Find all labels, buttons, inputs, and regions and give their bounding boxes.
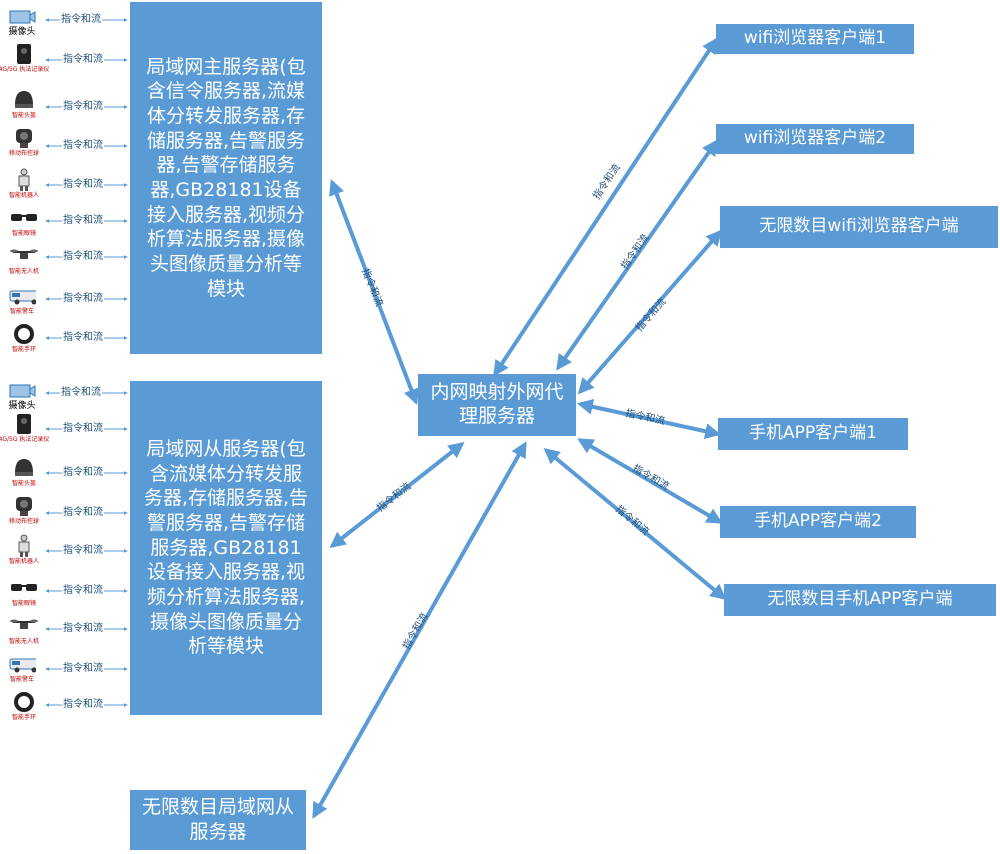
robot-icon [10,168,38,192]
device-robot-2: 智能机器人 [4,534,44,570]
client-app2-label: 手机APP客户端2 [754,511,882,532]
label-proxy-appn: 指令和流 [613,502,652,538]
client-wifin-box: 无限数目wifi浏览器客户端 [720,206,998,248]
mobile-dispatch-icon [10,126,38,150]
label-proxy-wifi1: 指令和流 [590,161,623,201]
law-recorder-icon [10,412,38,436]
device-arrows [45,18,128,707]
label-proxy-app1: 指令和流 [624,406,666,427]
device-camera-2: 摄像头 [2,378,42,414]
arrow-unlimited-proxy [312,441,527,819]
device-smart-helmet: 智能头盔 [4,88,44,124]
arrow-proxy-wifin [577,229,723,395]
arrow-main-proxy [329,179,419,405]
device-mobile-dispatch: 移动布控球 [4,126,44,162]
device-police-car: 智能警车 [2,284,42,320]
main-server-label: 局域网主服务器(包含信令服务器,流媒体分转发服务器,存储服务器,告警服务器,告警… [146,55,306,300]
device-law-recorder-2: 4G/5G 执法记录仪 [0,412,49,448]
smart-helmet-icon [10,456,38,480]
device-robot: 智能机器人 [4,168,44,204]
device-drone-2: 智能无人机 [4,614,44,650]
drone-icon [10,614,38,638]
client-app2-box: 手机APP客户端2 [720,506,916,538]
client-app1-box: 手机APP客户端1 [718,418,908,450]
device-police-car-2: 智能警车 [2,652,42,688]
device-link-label: 指令和流 [62,215,104,227]
client-app1-label: 手机APP客户端1 [749,423,877,444]
police-car-icon [8,652,36,676]
device-smart-helmet-2: 智能头盔 [4,456,44,492]
label-main-proxy: 指令和流 [359,266,386,308]
mobile-dispatch-icon [10,494,38,518]
slave-server-box: 局域网从服务器(包含流媒体分转发服务器,存储服务器,告警服务器,告警存储服务器,… [130,381,322,715]
proxy-server-label: 内网映射外网代理服务器 [430,381,564,427]
smart-glasses-icon [10,206,38,230]
main-server-box: 局域网主服务器(包含信令服务器,流媒体分转发服务器,存储服务器,告警服务器,告警… [130,2,322,354]
device-link-label: 指令和流 [62,467,104,479]
smart-helmet-icon [10,88,38,112]
client-wifi2-box: wifi浏览器客户端2 [716,124,914,154]
device-smart-glasses: 智能眼镜 [4,206,44,242]
device-link-label: 指令和流 [62,332,104,344]
label-proxy-app2: 指令和流 [631,461,672,492]
client-appn-label: 无限数目手机APP客户端 [767,589,953,610]
device-link-label: 指令和流 [60,14,102,26]
device-link-label: 指令和流 [62,54,104,66]
label-slave-proxy: 指令和流 [374,479,414,514]
smart-glasses-icon [10,576,38,600]
police-car-icon [8,284,36,308]
device-smart-glasses-2: 智能眼镜 [4,576,44,612]
device-link-label: 指令和流 [62,140,104,152]
device-link-label: 指令和流 [62,623,104,635]
device-link-label: 指令和流 [62,179,104,191]
label-proxy-wifi2: 指令和流 [618,231,652,271]
unlimited-slave-label: 无限数目局域网从服务器 [141,796,294,843]
device-link-label: 指令和流 [62,101,104,113]
device-mobile-dispatch-2: 移动布控球 [4,494,44,530]
device-link-label: 指令和流 [62,545,104,557]
device-link-label: 指令和流 [62,423,104,435]
camera-icon [8,378,36,402]
arrow-proxy-app1 [576,398,722,440]
device-camera: 摄像头 [2,4,42,40]
client-wifi2-label: wifi浏览器客户端2 [743,128,887,149]
client-wifin-label: 无限数目wifi浏览器客户端 [759,216,959,237]
unlimited-slave-box: 无限数目局域网从服务器 [130,790,306,850]
device-law-recorder: 4G/5G 执法记录仪 [0,42,49,78]
device-link-label: 指令和流 [62,585,104,597]
drone-icon [10,244,38,268]
device-wristband: 智能手环 [4,322,44,358]
device-drone: 智能无人机 [4,244,44,280]
arrow-proxy-wifi1 [493,37,718,377]
device-link-label: 指令和流 [62,663,104,675]
device-link-label: 指令和流 [62,699,104,711]
robot-icon [10,534,38,558]
camera-icon [8,4,36,28]
device-link-label: 指令和流 [62,507,104,519]
slave-server-label: 局域网从服务器(包含流媒体分转发服务器,存储服务器,告警服务器,告警存储服务器,… [143,437,309,658]
device-link-label: 指令和流 [60,387,102,399]
client-wifi1-label: wifi浏览器客户端1 [743,28,887,49]
client-wifi1-box: wifi浏览器客户端1 [716,24,914,54]
wristband-icon [10,690,38,714]
device-wristband-2: 智能手环 [4,690,44,726]
arrow-proxy-appn [543,447,727,601]
device-link-label: 指令和流 [62,293,104,305]
device-link-label: 指令和流 [62,251,104,263]
client-appn-box: 无限数目手机APP客户端 [724,584,996,616]
wristband-icon [10,322,38,346]
label-proxy-wifin: 指令和流 [632,295,668,334]
proxy-server-box: 内网映射外网代理服务器 [418,374,576,436]
label-unlimited-proxy: 指令和流 [399,610,430,651]
law-recorder-icon [10,42,38,66]
